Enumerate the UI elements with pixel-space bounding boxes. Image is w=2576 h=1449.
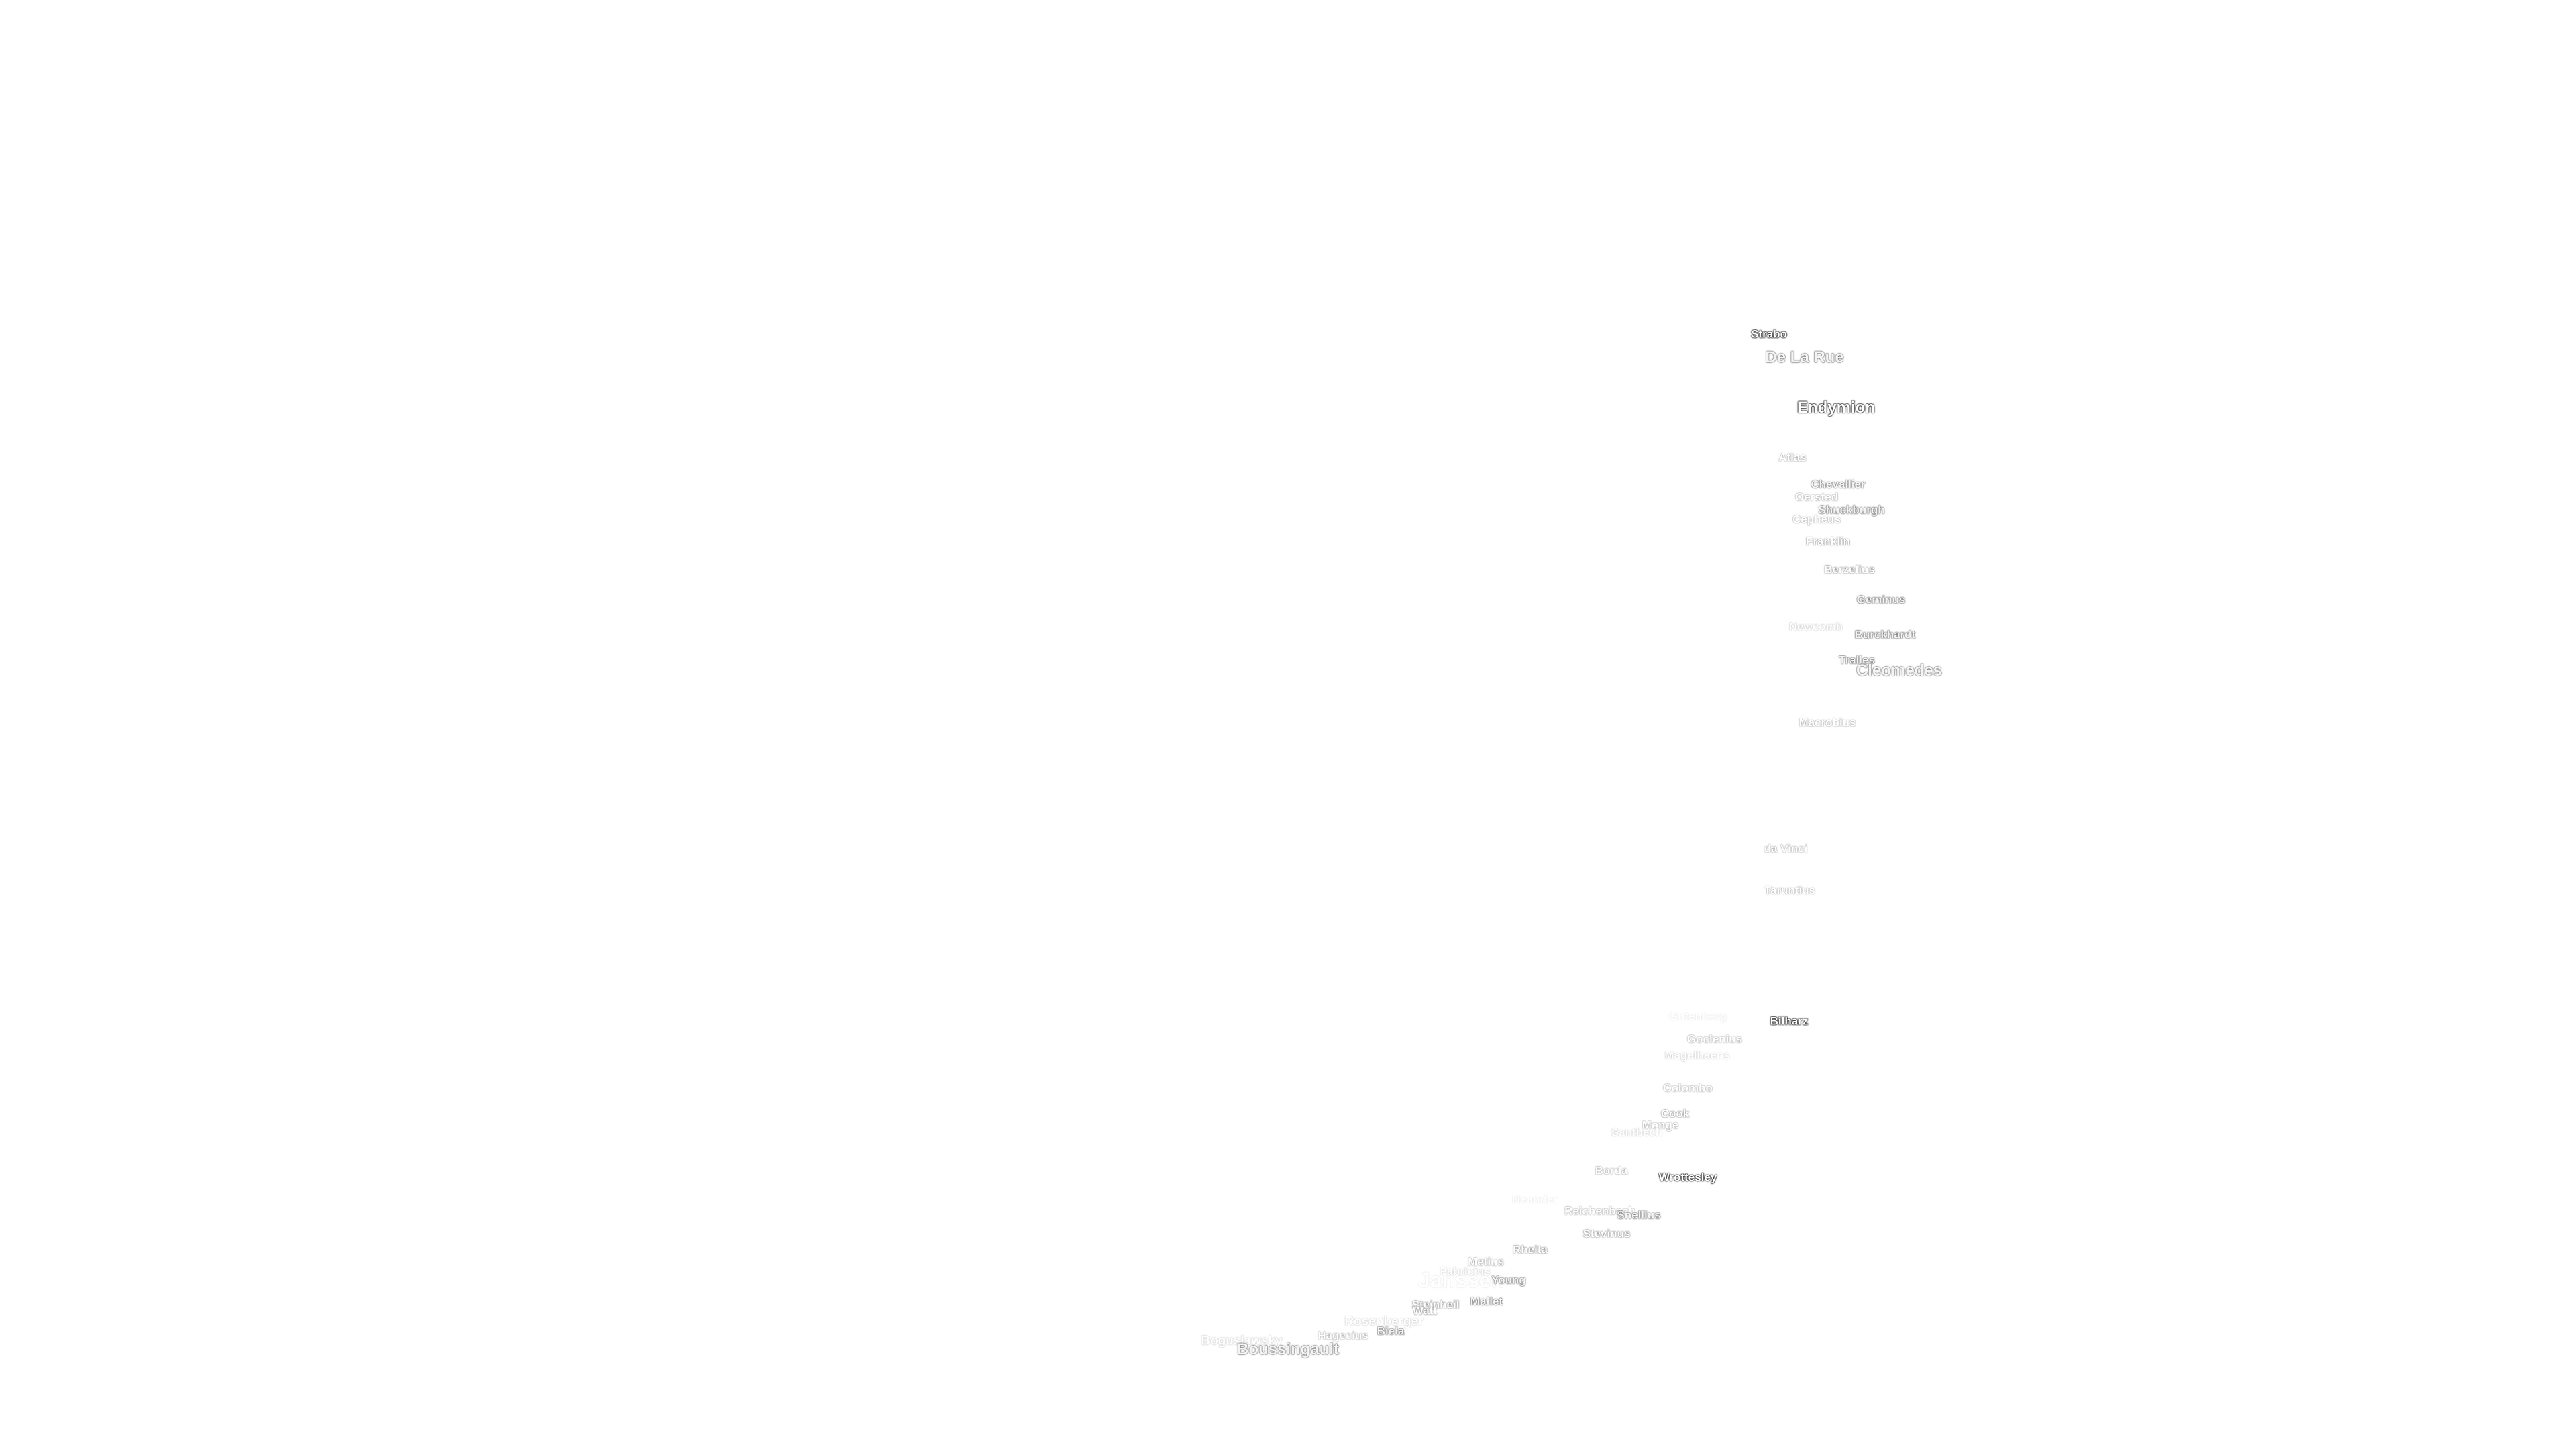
crater-label-santbech: Santbech — [1611, 1126, 1663, 1139]
crater-label-mallet: Mallet — [1470, 1295, 1503, 1308]
crater-label-rheita: Rheita — [1513, 1243, 1548, 1256]
crater-label-cook: Cook — [1660, 1107, 1690, 1120]
crater-label-borda: Borda — [1595, 1164, 1628, 1177]
crater-label-fabricius: Fabricius — [1440, 1265, 1491, 1278]
crater-label-endymion: Endymion — [1796, 398, 1876, 417]
crater-label-cleomedes: Cleomedes — [1856, 661, 1943, 680]
crater-label-biela: Biela — [1377, 1324, 1405, 1338]
crater-label-reichenbach: Reichenbach — [1564, 1204, 1635, 1218]
crater-label-boussingault: Boussingault — [1236, 1340, 1340, 1358]
crater-label-metius: Metius — [1468, 1255, 1504, 1269]
crater-label-franklin: Franklin — [1805, 535, 1851, 548]
crater-label-hagecius: Hagecius — [1318, 1329, 1368, 1342]
crater-label-oersted: Oersted — [1794, 490, 1839, 504]
crater-label-magelhaens: Magelhaens — [1664, 1049, 1730, 1062]
crater-label-macrobius: Macrobius — [1799, 716, 1856, 729]
crater-label-shuckburgh: Shuckburgh — [1818, 503, 1885, 517]
crater-label-watt: Watt — [1412, 1304, 1438, 1318]
crater-label-goclenius: Goclenius — [1686, 1032, 1743, 1046]
crater-label-colombo: Colombo — [1663, 1081, 1713, 1095]
crater-label-bilharz: Bilharz — [1770, 1014, 1809, 1028]
crater-label-strabo: Strabo — [1751, 327, 1787, 341]
crater-label-young: Young — [1491, 1273, 1526, 1287]
crater-label-berzelius: Berzelius — [1824, 563, 1875, 576]
crater-label-de-la-rue: De La Rue — [1765, 348, 1844, 366]
crater-label-steinheil: Steinheil — [1411, 1298, 1460, 1311]
crater-label-rosenberger: Rosenberger — [1344, 1314, 1424, 1329]
crater-label-neander: Neander — [1511, 1193, 1558, 1206]
crater-label-boguslawsky: Boguslawsky — [1201, 1334, 1283, 1348]
crater-label-taruntius: Taruntius — [1764, 883, 1816, 897]
crater-label-monge: Monge — [1642, 1118, 1679, 1132]
crater-label-gutenberg: Gutenberg — [1669, 1010, 1727, 1023]
crater-label-da-vinci: da Vinci — [1764, 842, 1808, 855]
crater-label-atlas: Atlas — [1778, 451, 1807, 464]
crater-label-burckhardt: Burckhardt — [1854, 628, 1916, 641]
crater-label-snellius: Snellius — [1617, 1208, 1661, 1222]
crater-label-janssen: Janssen — [1417, 1268, 1505, 1292]
crater-label-tralles: Tralles — [1839, 653, 1875, 667]
crater-label-newcomb: Newcomb — [1788, 620, 1843, 633]
crater-label-chevallier: Chevallier — [1811, 478, 1866, 491]
crater-label-cepheus: Cepheus — [1792, 513, 1841, 526]
crater-label-geminus: Geminus — [1856, 593, 1906, 606]
crater-label-stevinus: Stevinus — [1582, 1227, 1631, 1240]
crater-label-wrottesley: Wrottesley — [1658, 1171, 1717, 1184]
